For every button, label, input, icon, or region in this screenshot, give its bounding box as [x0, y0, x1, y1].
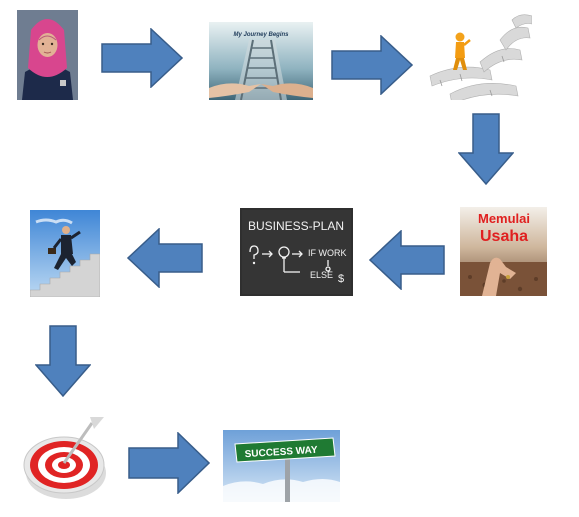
success-way-sign-picture: SUCCESS WAY — [223, 430, 340, 502]
arrow-down-2 — [35, 325, 91, 397]
memulai-text: Memulai — [478, 211, 530, 226]
ladder-caption: My Journey Begins — [233, 32, 289, 38]
dollar-sign: $ — [338, 273, 344, 285]
business-plan-title: BUSINESS-PLAN — [248, 219, 344, 233]
business-plan-chalkboard: BUSINESS-PLAN IF WORK ELSE $ — [240, 208, 353, 296]
arrow-down-1 — [458, 113, 514, 185]
arrow-left-1 — [369, 230, 445, 290]
arrow-left-2 — [127, 228, 203, 288]
arrow-right-2 — [331, 35, 413, 95]
arrow-right-1 — [101, 28, 183, 88]
target-dartboard-picture — [22, 415, 110, 501]
handshake-ladder-picture: My Journey Begins — [209, 22, 313, 100]
businessman-climbing-stairs-picture — [30, 210, 100, 297]
arrow-right-3 — [128, 432, 210, 494]
else-text: ELSE — [310, 270, 333, 280]
spiral-staircase-figure-picture — [420, 14, 532, 100]
if-work-text: IF WORK — [308, 248, 347, 258]
success-way-text: SUCCESS WAY — [244, 445, 318, 460]
usaha-text: Usaha — [480, 228, 528, 245]
memulai-usaha-picture: Memulai Usaha — [460, 207, 547, 296]
person-photo — [17, 10, 78, 100]
